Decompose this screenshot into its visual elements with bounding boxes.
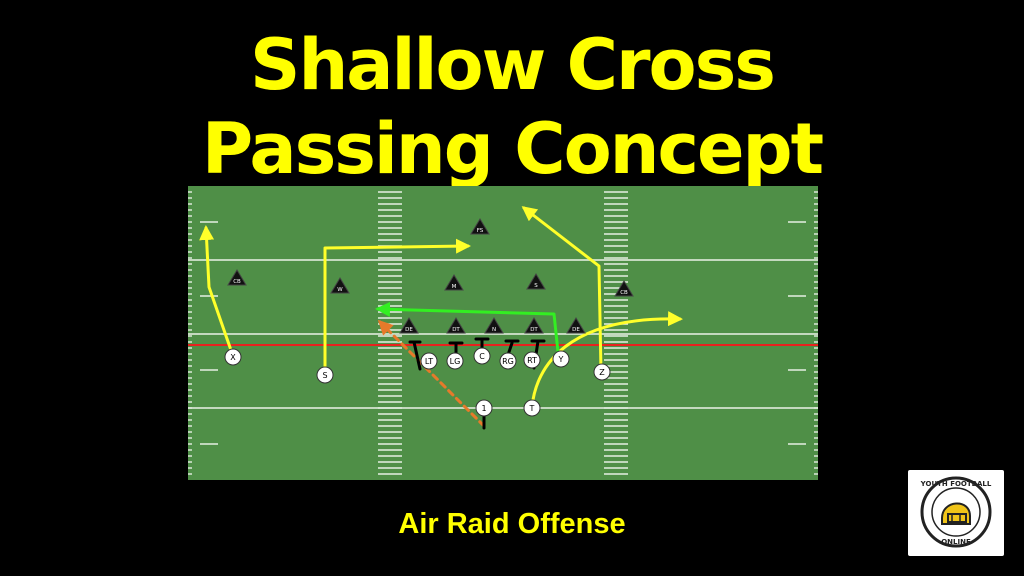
defense-label: CB [620,290,628,296]
defense-player-ss: S [526,273,546,290]
subtitle: Air Raid Offense [398,508,626,540]
defense-marker [566,317,586,334]
defense-marker [399,317,419,334]
defense-marker [330,277,350,294]
offense-marker [552,350,570,368]
routes [199,206,683,428]
defense-label: CB [233,279,241,285]
offense-marker [593,363,611,381]
defense-player-de_l: DE [399,317,419,334]
defense-player-dt_r: DT [524,317,544,334]
offense-player-c: C [473,347,491,365]
offense-marker [523,399,541,417]
defense-label: N [492,327,496,333]
blocking-marks [408,337,546,430]
offense-player-y: Y [552,350,570,368]
offense-player-lt: LT [420,352,438,370]
defense-label: FS [477,228,484,234]
offense-player-z: Z [593,363,611,381]
defense-player-n: N [484,317,504,334]
defense-label: M [452,284,457,290]
route-t [530,311,683,409]
defense-marker [484,317,504,334]
offense-marker [499,352,517,370]
offense-players: X S LT LG C RG RT Y Z 1 T [224,347,611,417]
route-x [199,225,235,358]
defense-players: FS CB W M S CB DE DT N DT DE [227,218,634,334]
defense-label: S [534,283,538,289]
offense-label: LG [450,357,461,366]
offense-marker [473,347,491,365]
defense-label: DE [405,327,413,333]
offense-player-t: T [523,399,541,417]
offense-marker [420,352,438,370]
title-line-2: Passing Concept [201,108,824,190]
offense-marker [446,352,464,370]
offense-marker [475,399,493,417]
block-mark [412,340,422,371]
defense-player-w: W [330,277,350,294]
qb-drop-read [377,319,486,428]
route-z [521,206,603,374]
defense-marker [227,269,247,286]
logo-text-bottom: ONLINE [941,538,971,546]
offense-player-s: S [316,366,334,384]
defense-marker [524,317,544,334]
offense-label: RT [527,356,537,365]
defense-marker [470,218,490,235]
offense-player-lg: LG [446,352,464,370]
route-s [323,238,471,376]
offense-label: 1 [481,404,486,413]
defense-label: W [337,287,343,293]
defense-player-cb_l: CB [227,269,247,286]
offense-player-rt: RT [523,351,541,369]
offense-label: Y [558,355,564,364]
defense-player-de_r: DE [566,317,586,334]
logo-text-top: YOUTH FOOTBALL [920,480,992,488]
defense-player-fs: FS [470,218,490,235]
offense-label: T [529,404,535,413]
defense-label: DT [452,327,460,333]
defense-player-dt_l: DT [446,317,466,334]
defense-label: DE [572,327,580,333]
offense-label: C [479,352,485,361]
defense-marker [446,317,466,334]
offense-label: X [230,353,236,362]
defense-marker [526,273,546,290]
offense-marker [224,348,242,366]
offense-marker [523,351,541,369]
defense-marker [614,280,634,297]
defense-player-m: M [444,274,464,291]
defense-label: DT [530,327,538,333]
title-line-1: Shallow Cross [250,24,776,106]
defense-marker [444,274,464,291]
defense-player-cb_r: CB [614,280,634,297]
offense-player-rg: RG [499,352,517,370]
youth-football-online-logo: YOUTH FOOTBALL ONLINE [908,470,1004,556]
offense-label: RG [502,357,514,366]
play-diagram-field: FS CB W M S CB DE DT N DT DE X S LT LG C RG RT Y Z 1 T [188,186,818,480]
offense-player-qb: 1 [475,399,493,417]
offense-label: Z [599,368,605,377]
offense-label: LT [425,357,433,366]
yard-lines [188,259,818,409]
offense-marker [316,366,334,384]
route-y-shallow [375,301,560,354]
offense-label: S [322,371,327,380]
offense-player-x: X [224,348,242,366]
